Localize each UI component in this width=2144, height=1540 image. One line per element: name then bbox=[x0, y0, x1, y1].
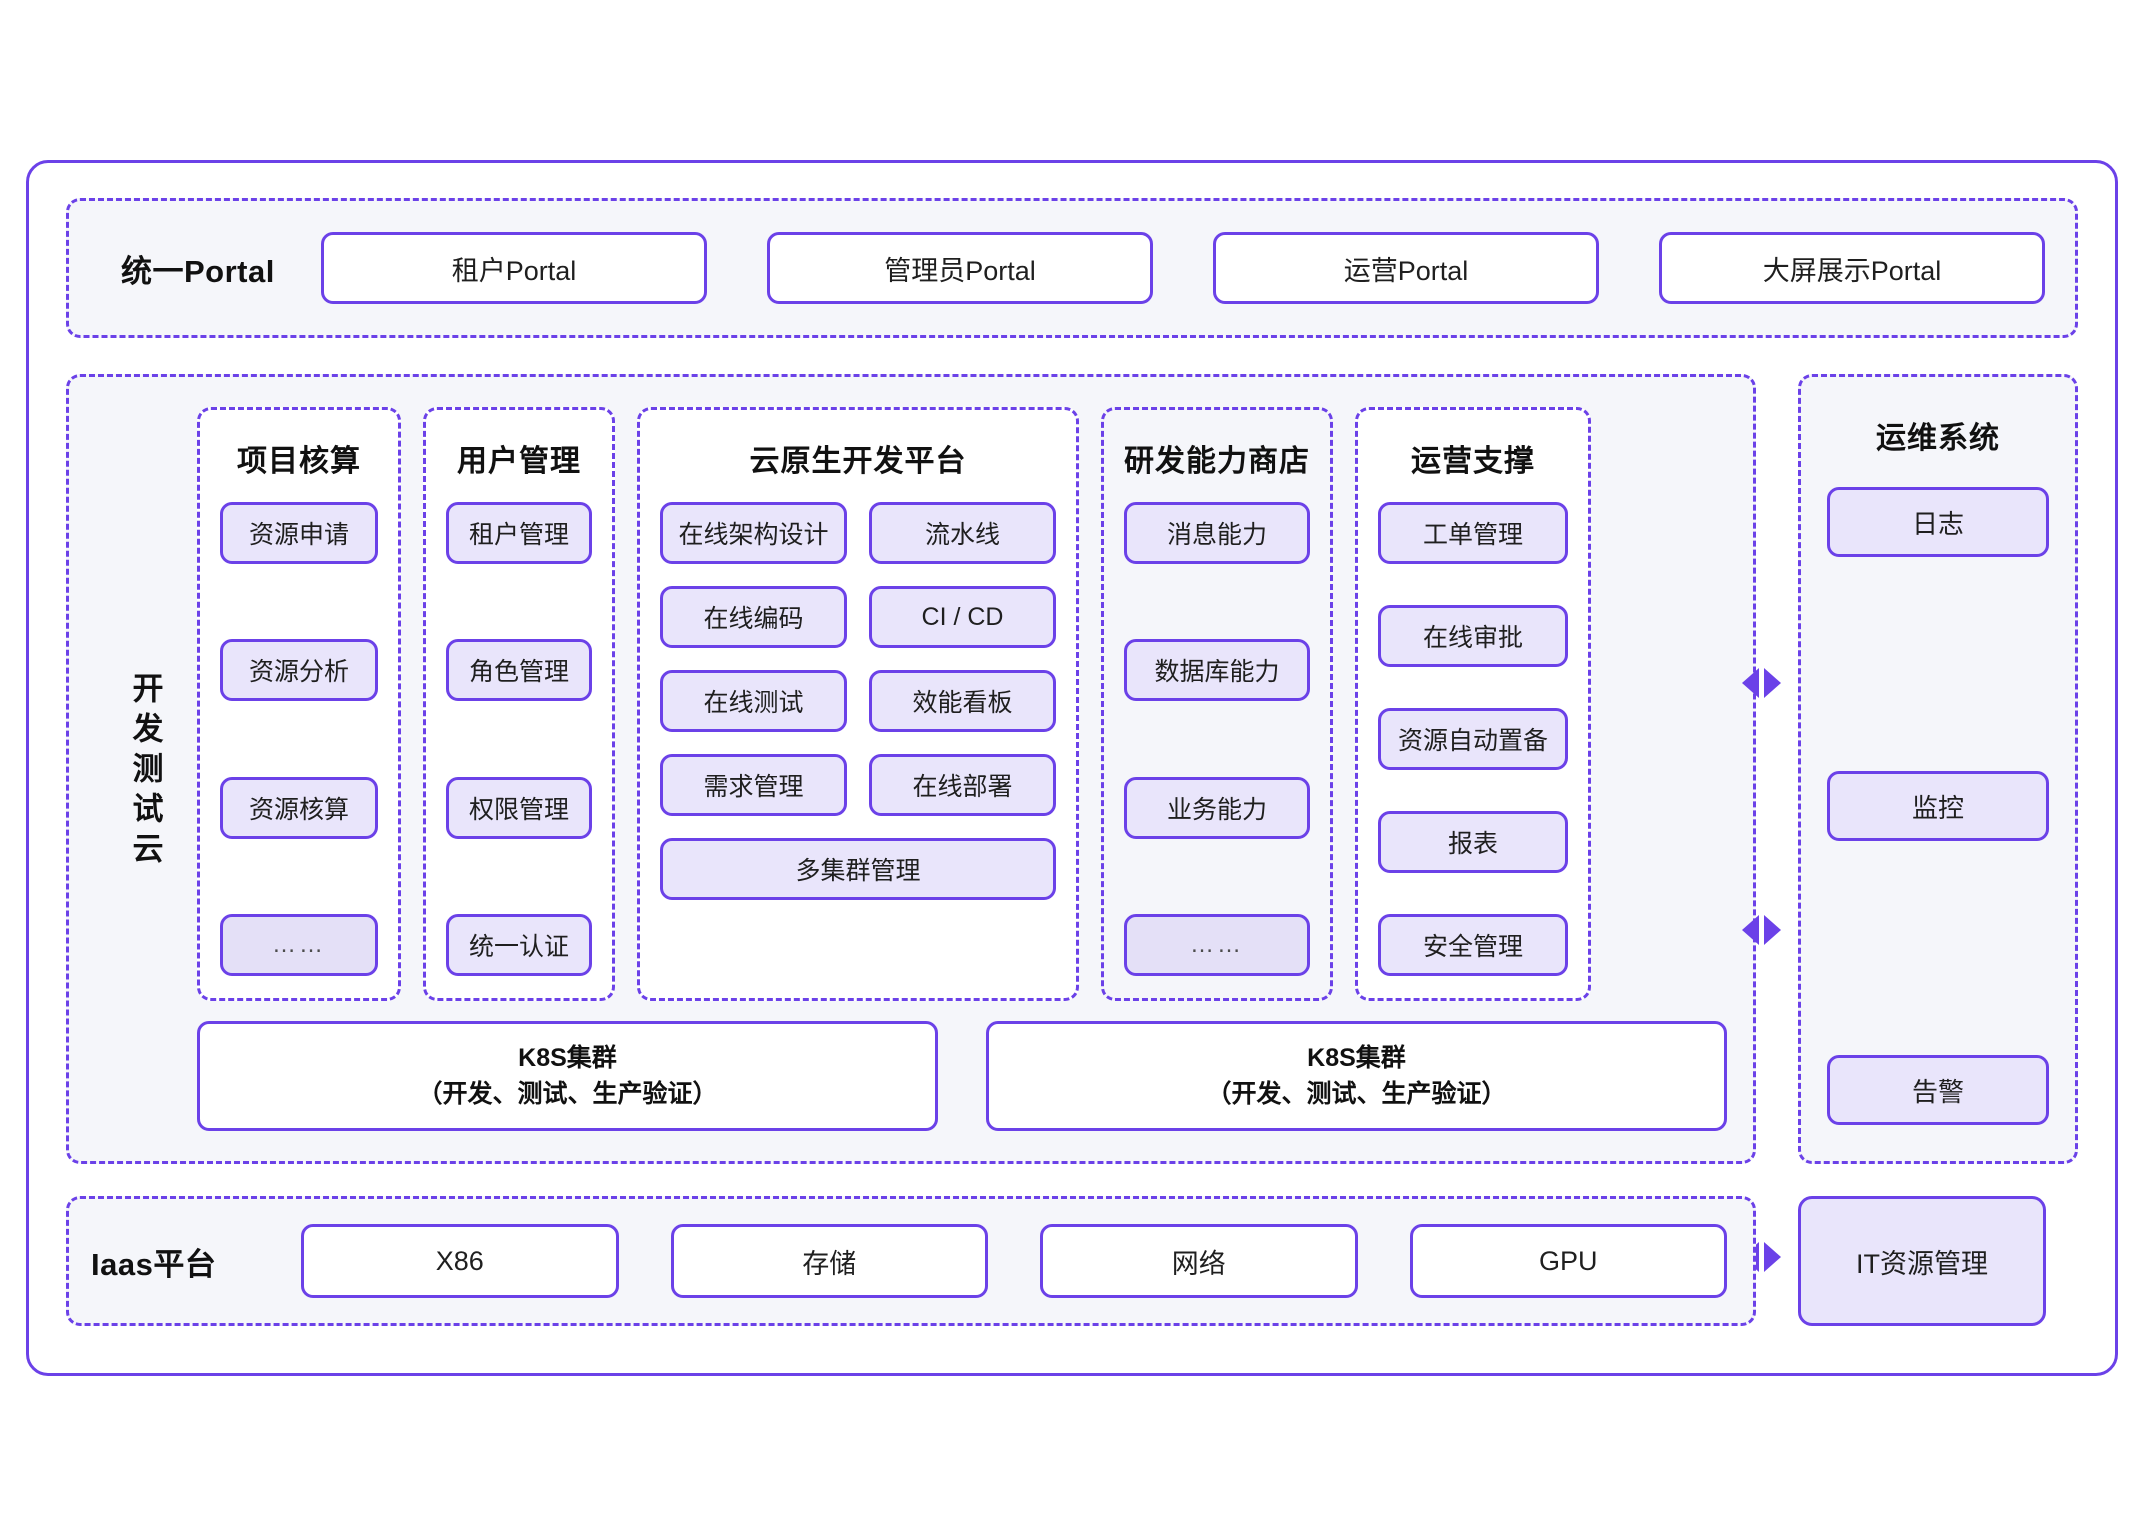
cloud-native-row-3: 在线测试 效能看板 bbox=[660, 670, 1056, 732]
column-title-cloud-native-platform: 云原生开发平台 bbox=[749, 445, 967, 478]
ops-system-items: 日志 监控 告警 bbox=[1827, 487, 2049, 1125]
column-body-cloud-native-platform: 在线架构设计 流水线 在线编码 CI / CD 在线测试 效能看板 bbox=[660, 502, 1056, 976]
chip-online-testing[interactable]: 在线测试 bbox=[660, 670, 847, 732]
chip-monitoring[interactable]: 监控 bbox=[1827, 771, 2049, 841]
column-body-project-accounting: 资源申请 资源分析 资源核算 …… bbox=[220, 502, 378, 976]
chip-requirement-management[interactable]: 需求管理 bbox=[660, 754, 847, 816]
arrow-left-icon bbox=[1742, 668, 1759, 698]
column-cloud-native-platform: 云原生开发平台 在线架构设计 流水线 在线编码 CI / CD bbox=[637, 407, 1079, 1001]
arrow-left-icon bbox=[1742, 915, 1759, 945]
chip-reports[interactable]: 报表 bbox=[1378, 811, 1568, 873]
column-title-operation-support: 运营支撑 bbox=[1411, 445, 1535, 478]
k8s-cluster-box-1[interactable]: K8S集群 （开发、测试、生产验证） bbox=[197, 1021, 938, 1131]
ops-system-title: 运维系统 bbox=[1876, 422, 2000, 455]
devtest-cloud-label: 开发测试云 bbox=[127, 672, 163, 872]
iaas-resource-storage[interactable]: 存储 bbox=[670, 1224, 988, 1298]
chip-resource-analysis[interactable]: 资源分析 bbox=[220, 639, 378, 702]
column-body-rd-capability-store: 消息能力 数据库能力 业务能力 …… bbox=[1124, 502, 1310, 976]
portal-button-tenant[interactable]: 租户Portal bbox=[321, 232, 707, 304]
chip-online-architecture-design[interactable]: 在线架构设计 bbox=[660, 502, 847, 564]
connector-arrows-ops-bottom bbox=[1742, 915, 1781, 945]
k8s-cluster-2-title: K8S集群 bbox=[1307, 1043, 1406, 1072]
unified-portal-section: 统一Portal 租户Portal 管理员Portal 运营Portal 大屏展… bbox=[66, 198, 2078, 338]
column-project-accounting: 项目核算 资源申请 资源分析 资源核算 …… bbox=[197, 407, 401, 1001]
chip-online-approval[interactable]: 在线审批 bbox=[1378, 605, 1568, 667]
chip-project-accounting-more[interactable]: …… bbox=[220, 913, 378, 976]
chip-business-capability[interactable]: 业务能力 bbox=[1124, 776, 1310, 839]
chip-unified-authentication[interactable]: 统一认证 bbox=[446, 913, 592, 976]
chip-tenant-management[interactable]: 租户管理 bbox=[446, 502, 592, 564]
column-title-user-management: 用户管理 bbox=[457, 445, 581, 478]
chip-database-capability[interactable]: 数据库能力 bbox=[1124, 639, 1310, 702]
k8s-cluster-row: K8S集群 （开发、测试、生产验证） K8S集群 （开发、测试、生产验证） bbox=[197, 1021, 1727, 1131]
k8s-cluster-1-subtitle: （开发、测试、生产验证） bbox=[417, 1080, 718, 1108]
chip-message-capability[interactable]: 消息能力 bbox=[1124, 502, 1310, 564]
middle-region: 开发测试云 项目核算 资源申请 资源分析 资源核算 …… 用户管理 bbox=[66, 374, 2078, 1164]
column-title-rd-capability-store: 研发能力商店 bbox=[1124, 445, 1310, 478]
unified-portal-label: 统一Portal bbox=[121, 253, 275, 289]
chip-online-coding[interactable]: 在线编码 bbox=[660, 586, 847, 648]
column-operation-support: 运营支撑 工单管理 在线审批 资源自动置备 报表 安全管理 bbox=[1355, 407, 1591, 1001]
cloud-native-grid: 在线架构设计 流水线 在线编码 CI / CD 在线测试 效能看板 bbox=[660, 502, 1056, 976]
portal-button-group: 租户Portal 管理员Portal 运营Portal 大屏展示Portal bbox=[321, 232, 2045, 304]
chip-ticket-management[interactable]: 工单管理 bbox=[1378, 502, 1568, 564]
chip-role-management[interactable]: 角色管理 bbox=[446, 639, 592, 702]
k8s-cluster-2-subtitle: （开发、测试、生产验证） bbox=[1206, 1080, 1507, 1108]
iaas-resource-network[interactable]: 网络 bbox=[1040, 1224, 1358, 1298]
chip-resource-accounting[interactable]: 资源核算 bbox=[220, 776, 378, 839]
column-rd-capability-store: 研发能力商店 消息能力 数据库能力 业务能力 …… bbox=[1101, 407, 1333, 1001]
chip-security-management[interactable]: 安全管理 bbox=[1378, 914, 1568, 976]
iaas-platform-section: Iaas平台 X86 存储 网络 GPU bbox=[66, 1196, 1756, 1326]
column-body-user-management: 租户管理 角色管理 权限管理 统一认证 bbox=[446, 502, 592, 976]
iaas-platform-label: Iaas平台 bbox=[91, 1246, 217, 1282]
iaas-resource-x86[interactable]: X86 bbox=[301, 1224, 619, 1298]
portal-button-bigscreen[interactable]: 大屏展示Portal bbox=[1659, 232, 2045, 304]
chip-ci-cd[interactable]: CI / CD bbox=[869, 586, 1056, 648]
iaas-resource-group: X86 存储 网络 GPU bbox=[301, 1224, 1753, 1298]
it-resource-management-box[interactable]: IT资源管理 bbox=[1798, 1196, 2046, 1326]
cloud-native-row-2: 在线编码 CI / CD bbox=[660, 586, 1056, 648]
portal-button-admin[interactable]: 管理员Portal bbox=[767, 232, 1153, 304]
iaas-resource-gpu[interactable]: GPU bbox=[1409, 1224, 1727, 1298]
arrow-right-icon bbox=[1764, 1242, 1781, 1272]
column-title-project-accounting: 项目核算 bbox=[237, 445, 361, 478]
chip-log[interactable]: 日志 bbox=[1827, 487, 2049, 557]
column-body-operation-support: 工单管理 在线审批 资源自动置备 报表 安全管理 bbox=[1378, 502, 1568, 976]
chip-resource-application[interactable]: 资源申请 bbox=[220, 502, 378, 564]
chip-auto-resource-provisioning[interactable]: 资源自动置备 bbox=[1378, 708, 1568, 770]
chip-alarm[interactable]: 告警 bbox=[1827, 1055, 2049, 1125]
connector-arrows-ops-top bbox=[1742, 668, 1781, 698]
cloud-native-row-5: 多集群管理 bbox=[660, 838, 1056, 900]
cloud-native-row-1: 在线架构设计 流水线 bbox=[660, 502, 1056, 564]
ops-system-section: 运维系统 日志 监控 告警 bbox=[1798, 374, 2078, 1164]
k8s-cluster-1-title: K8S集群 bbox=[518, 1043, 617, 1072]
capability-columns: 项目核算 资源申请 资源分析 资源核算 …… 用户管理 租户管理 角色管理 权限… bbox=[197, 407, 1727, 1001]
devtest-cloud-label-wrap: 开发测试云 bbox=[105, 377, 185, 1167]
column-user-management: 用户管理 租户管理 角色管理 权限管理 统一认证 bbox=[423, 407, 615, 1001]
chip-permission-management[interactable]: 权限管理 bbox=[446, 776, 592, 839]
chip-online-deployment[interactable]: 在线部署 bbox=[869, 754, 1056, 816]
arrow-right-icon bbox=[1764, 668, 1781, 698]
cloud-native-row-4: 需求管理 在线部署 bbox=[660, 754, 1056, 816]
portal-button-operations[interactable]: 运营Portal bbox=[1213, 232, 1599, 304]
chip-multi-cluster-management[interactable]: 多集群管理 bbox=[660, 838, 1056, 900]
arrow-right-icon bbox=[1764, 915, 1781, 945]
chip-pipeline[interactable]: 流水线 bbox=[869, 502, 1056, 564]
devtest-cloud-section: 开发测试云 项目核算 资源申请 资源分析 资源核算 …… 用户管理 bbox=[66, 374, 1756, 1164]
chip-efficiency-dashboard[interactable]: 效能看板 bbox=[869, 670, 1056, 732]
chip-rd-capability-more[interactable]: …… bbox=[1124, 913, 1310, 976]
k8s-cluster-box-2[interactable]: K8S集群 （开发、测试、生产验证） bbox=[986, 1021, 1727, 1131]
